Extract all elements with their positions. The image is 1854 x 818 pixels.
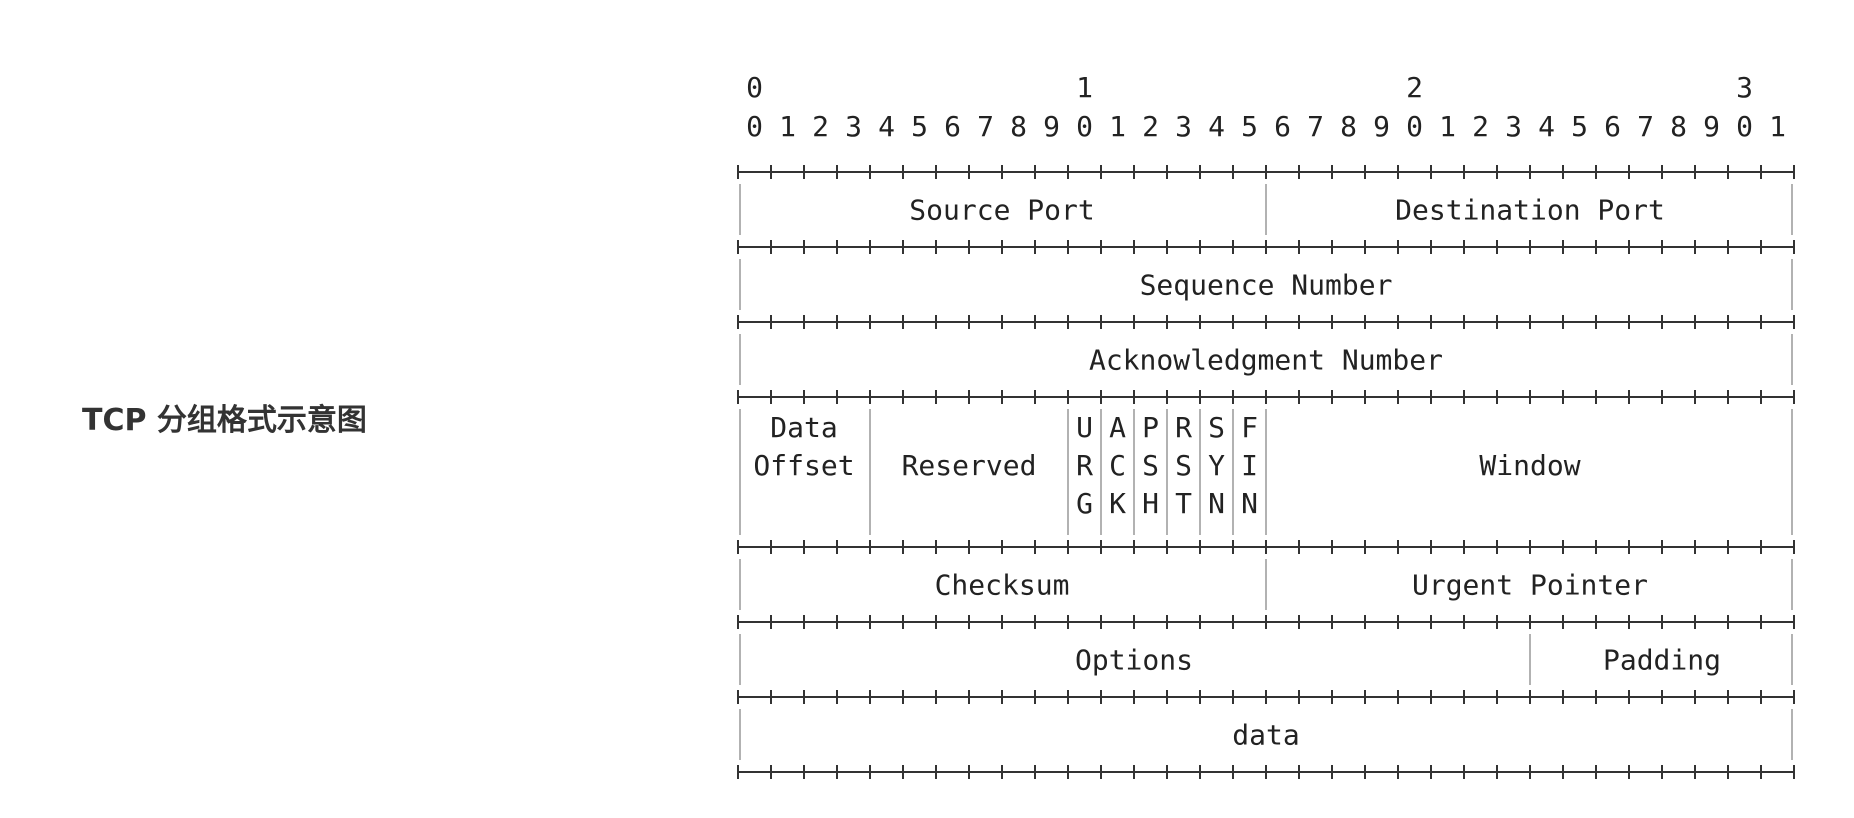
field-label: Data — [770, 411, 837, 444]
flag-letter: I — [1241, 449, 1258, 482]
bit-ruler-unit-label: 0 — [1406, 110, 1423, 143]
bit-ruler-tens-label: 1 — [1076, 71, 1093, 104]
flag-letter: H — [1142, 487, 1159, 520]
field-label: Window — [1479, 449, 1580, 482]
flag-letter: S — [1208, 411, 1225, 444]
flag-letter: S — [1142, 449, 1159, 482]
bit-ruler-unit-label: 6 — [1274, 110, 1291, 143]
bit-ruler-unit-label: 7 — [1637, 110, 1654, 143]
bit-ruler-unit-label: 4 — [878, 110, 895, 143]
field-label: data — [1232, 719, 1299, 752]
flag-letter: K — [1109, 487, 1126, 520]
bit-ruler-unit-label: 2 — [812, 110, 829, 143]
bit-ruler-unit-label: 8 — [1010, 110, 1027, 143]
flag-letter: U — [1076, 411, 1093, 444]
field-label: Urgent Pointer — [1412, 569, 1648, 602]
bit-ruler-unit-label: 2 — [1472, 110, 1489, 143]
field-label: Acknowledgment Number — [1089, 344, 1443, 377]
bit-ruler-unit-label: 8 — [1670, 110, 1687, 143]
field-label: Options — [1075, 644, 1193, 677]
bit-ruler-unit-label: 1 — [779, 110, 796, 143]
bit-ruler-unit-label: 9 — [1373, 110, 1390, 143]
field-label: Destination Port — [1395, 194, 1665, 227]
flag-letter: A — [1109, 411, 1126, 444]
flag-letter: R — [1076, 449, 1093, 482]
flag-letter: N — [1208, 487, 1225, 520]
bit-ruler-tens-label: 0 — [746, 71, 763, 104]
bit-ruler-tens-label: 3 — [1736, 71, 1753, 104]
flag-letter: T — [1175, 487, 1192, 520]
bit-ruler-unit-label: 7 — [1307, 110, 1324, 143]
bit-ruler-unit-label: 1 — [1109, 110, 1126, 143]
bit-ruler-unit-label: 5 — [911, 110, 928, 143]
bit-ruler-unit-label: 4 — [1538, 110, 1555, 143]
flag-letter: N — [1241, 487, 1258, 520]
bit-ruler-unit-label: 7 — [977, 110, 994, 143]
bit-ruler-unit-label: 4 — [1208, 110, 1225, 143]
bit-ruler-unit-label: 3 — [1175, 110, 1192, 143]
field-label: Reserved — [902, 449, 1037, 482]
bit-ruler-unit-label: 8 — [1340, 110, 1357, 143]
field-label: Offset — [753, 449, 854, 482]
flag-letter: R — [1175, 411, 1192, 444]
field-label: Padding — [1603, 644, 1721, 677]
flag-letter: P — [1142, 411, 1159, 444]
field-label: Sequence Number — [1140, 269, 1393, 302]
field-label: Checksum — [935, 569, 1070, 602]
bit-ruler-unit-label: 3 — [1505, 110, 1522, 143]
bit-ruler-unit-label: 6 — [944, 110, 961, 143]
bit-ruler-unit-label: 0 — [1736, 110, 1753, 143]
field-label: Source Port — [909, 194, 1094, 227]
flag-letter: G — [1076, 487, 1093, 520]
bit-ruler-tens-label: 2 — [1406, 71, 1423, 104]
bit-ruler-unit-label: 0 — [746, 110, 763, 143]
flag-letter: Y — [1208, 449, 1225, 482]
bit-ruler-unit-label: 2 — [1142, 110, 1159, 143]
bit-ruler-unit-label: 6 — [1604, 110, 1621, 143]
bit-ruler-unit-label: 0 — [1076, 110, 1093, 143]
bit-ruler-unit-label: 1 — [1769, 110, 1786, 143]
bit-ruler-unit-label: 9 — [1703, 110, 1720, 143]
flag-letter: F — [1241, 411, 1258, 444]
diagram-caption: TCP 分组格式示意图 — [82, 403, 367, 438]
bit-ruler-unit-label: 3 — [845, 110, 862, 143]
bit-ruler-unit-label: 5 — [1241, 110, 1258, 143]
flag-letter: C — [1109, 449, 1126, 482]
bit-ruler-unit-label: 1 — [1439, 110, 1456, 143]
bit-ruler-unit-label: 9 — [1043, 110, 1060, 143]
flag-letter: S — [1175, 449, 1192, 482]
bit-ruler-unit-label: 5 — [1571, 110, 1588, 143]
